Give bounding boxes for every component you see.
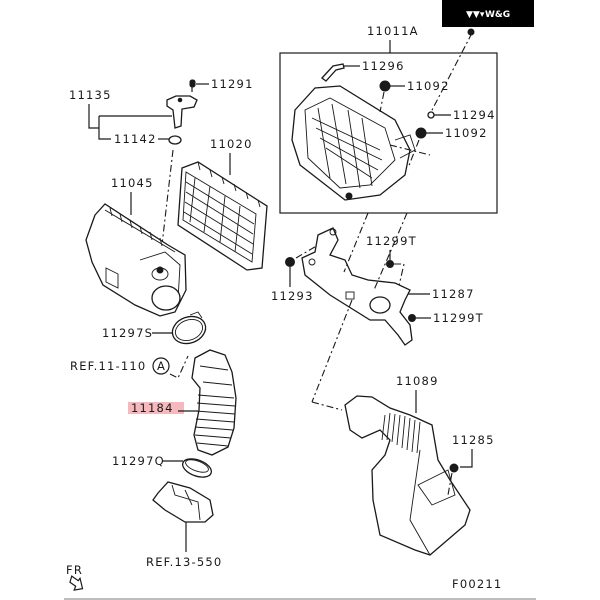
air-flow-sensor-11135[interactable]	[166, 95, 198, 129]
callout-11296[interactable]: 11296	[362, 59, 405, 73]
callout-11297Q[interactable]: 11297Q	[112, 454, 165, 468]
callout-11092-lower[interactable]: 11092	[445, 126, 488, 140]
front-direction-arrow-icon	[69, 575, 84, 591]
hose-clamp-11297Q[interactable]	[180, 455, 214, 480]
callout-11299T-lower[interactable]: 11299T	[433, 311, 484, 325]
callout-11291[interactable]: 11291	[211, 77, 254, 91]
highlight-11184	[128, 402, 184, 414]
callout-11020[interactable]: 11020	[210, 137, 253, 151]
callout-11299T-upper[interactable]: 11299T	[366, 234, 417, 248]
callout-11092-upper[interactable]: 11092	[407, 79, 450, 93]
callout-11045[interactable]: 11045	[111, 176, 154, 190]
callout-11184[interactable]: 11184	[131, 401, 174, 415]
bracket-11287[interactable]	[301, 227, 413, 346]
callout-11294[interactable]: 11294	[453, 108, 496, 122]
air-filter-element-11020[interactable]	[177, 161, 268, 271]
hose-clamp-11297S[interactable]	[169, 311, 210, 348]
cover-group-box	[279, 40, 498, 214]
callout-11285[interactable]: 11285	[452, 433, 495, 447]
bolt-11299T-lower[interactable]	[408, 314, 416, 322]
brand-label: W&G	[485, 10, 510, 20]
ref-marker-a-label: A	[157, 359, 166, 373]
brand-logo-icon: ▼▼▾	[466, 10, 485, 20]
callout-11142[interactable]: 11142	[114, 132, 157, 146]
brand-badge: ▼▼▾ W&G	[442, 0, 534, 27]
air-intake-duct-11089[interactable]	[344, 395, 471, 556]
clip-11294[interactable]	[427, 111, 435, 119]
bolt-11299T-upper[interactable]	[386, 260, 394, 268]
grommet-11092-upper[interactable]	[379, 80, 391, 92]
air-cleaner-cover-11011A[interactable]	[291, 85, 416, 201]
callout-11293[interactable]: 11293	[271, 289, 314, 303]
screw-11291[interactable]	[189, 79, 196, 92]
diagram-code: F00211	[452, 577, 502, 591]
callout-11287[interactable]: 11287	[432, 287, 475, 301]
ref-13-550-label[interactable]: REF.13-550	[146, 555, 222, 569]
ref-11-110-label[interactable]: REF.11-110	[70, 359, 146, 373]
callout-11089[interactable]: 11089	[396, 374, 439, 388]
air-cleaner-case-11045[interactable]	[85, 203, 187, 317]
bolt-top-icon	[467, 28, 475, 36]
hose-11296[interactable]	[321, 63, 345, 82]
ref-marker-a: A	[152, 357, 170, 375]
callout-11135[interactable]: 11135	[69, 88, 112, 102]
callout-11011A[interactable]: 11011A	[367, 24, 419, 38]
throttle-body-ref-13-550[interactable]	[152, 481, 214, 523]
callout-11297S[interactable]: 11297S	[102, 326, 153, 340]
clip-11285[interactable]	[449, 463, 459, 473]
front-label: FR	[66, 563, 83, 577]
o-ring-11142[interactable]	[168, 135, 182, 145]
grommet-11092-lower[interactable]	[415, 127, 427, 139]
intake-hose-11184[interactable]	[191, 349, 237, 456]
nut-11293[interactable]	[285, 257, 295, 267]
